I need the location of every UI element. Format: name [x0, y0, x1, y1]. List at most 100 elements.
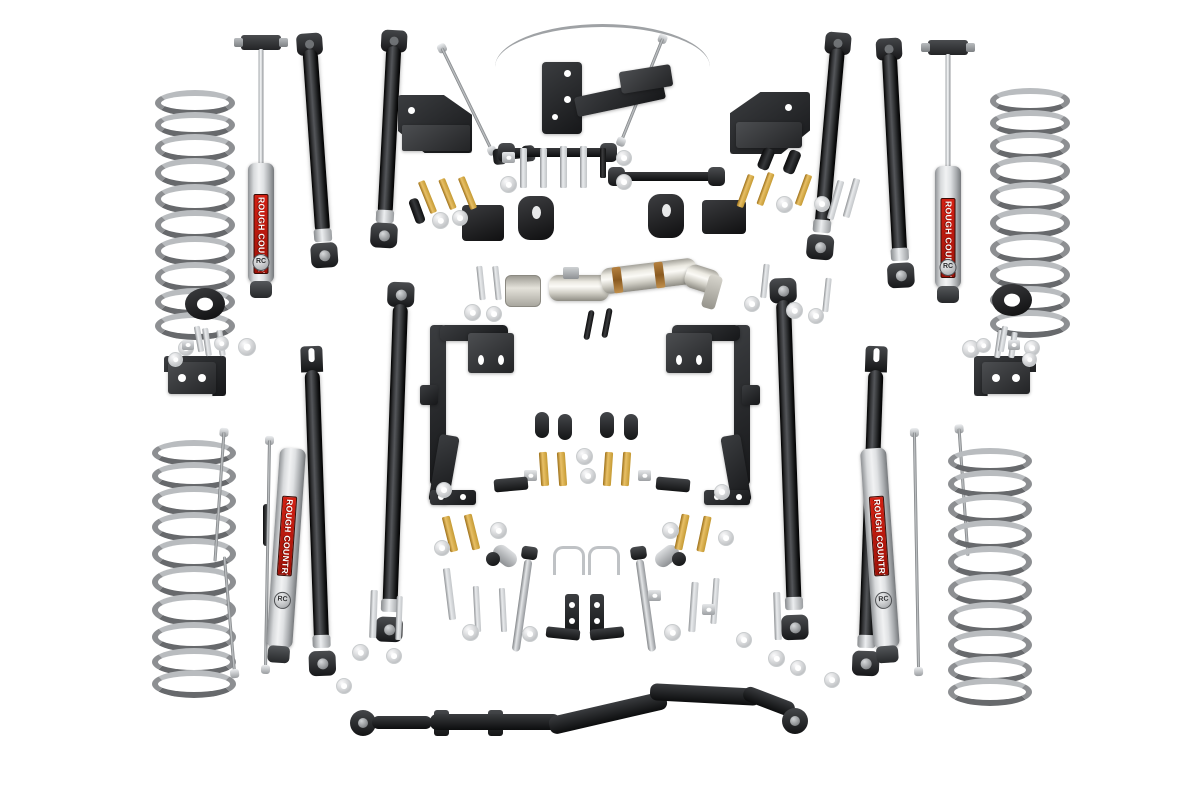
- brake-line-fitting: [615, 135, 627, 148]
- track-bar-adjuster: [372, 716, 432, 729]
- flat-washer: [736, 632, 752, 648]
- hex-bolt-gold: [556, 451, 568, 487]
- exhaust-downpipe-spacer: [505, 255, 735, 315]
- sway-link-rod: [635, 558, 657, 653]
- hex-bolt-zinc: [710, 577, 720, 625]
- front-upper-control-arm-left: [292, 32, 342, 269]
- hex-bolt-gold: [438, 177, 457, 211]
- shock-brand-label: ROUGH COUNTRY: [276, 495, 298, 577]
- flat-washer: [824, 672, 840, 688]
- control-arm-sleeve: [784, 596, 804, 611]
- shock-top-mount: [921, 40, 975, 55]
- flat-washer: [786, 302, 803, 319]
- flat-washer: [744, 296, 760, 312]
- shock-body: ROUGH COUNTRY RC: [935, 166, 961, 288]
- sway-link-bushing: [520, 545, 539, 561]
- shock-label-text: ROUGH COUNTRY: [871, 498, 888, 577]
- hex-bolt-zinc: [560, 146, 567, 188]
- hex-bolt-gold: [538, 451, 550, 487]
- sway-link-ball-left: [486, 552, 500, 566]
- flat-washer: [616, 150, 632, 166]
- hex-bolt-zinc: [842, 177, 861, 219]
- control-arm-bushing: [309, 241, 339, 269]
- front-lower-control-arm-right: [871, 37, 918, 289]
- shock-body: ROUGH COUNTRY RC: [859, 447, 900, 649]
- hex-bolt-zinc: [688, 581, 699, 633]
- flat-washer: [580, 468, 596, 484]
- flat-washer: [464, 304, 481, 321]
- front-sway-bar-link-right-body: [618, 172, 714, 181]
- shock-stem: [258, 49, 264, 169]
- flat-washer: [776, 196, 793, 213]
- bracket-hole: [478, 355, 484, 365]
- flat-washer: [616, 174, 632, 190]
- flat-washer: [490, 522, 507, 539]
- flat-washer: [434, 540, 450, 556]
- flat-washer: [386, 648, 402, 664]
- control-arm-tube: [302, 48, 331, 235]
- bracket-hole: [594, 602, 600, 608]
- flat-washer: [664, 624, 681, 641]
- u-bolt: [553, 546, 585, 575]
- hex-bolt-black: [600, 148, 606, 178]
- track-bar-eye-right: [782, 708, 808, 734]
- hex-bolt-zinc: [492, 265, 502, 301]
- bracket-hole: [498, 355, 504, 365]
- shock-top-mount: [234, 35, 288, 50]
- flat-washer: [238, 338, 256, 356]
- control-arm-bushing: [805, 233, 835, 261]
- shock-mount-bracket-left-face: [168, 362, 216, 394]
- hex-bolt-gold: [696, 515, 712, 553]
- hex-bolt-zinc: [540, 148, 547, 188]
- control-arm-tube: [775, 299, 802, 605]
- front-right-shock-absorber: ROUGH COUNTRY RC: [921, 40, 975, 305]
- bracket-hole: [696, 355, 702, 365]
- brake-line-bracket-right-foot: [589, 626, 625, 641]
- shock-lower-eye: [267, 645, 291, 664]
- track-bar-shaft: [430, 714, 560, 730]
- extended-brake-line-rear-right: [909, 428, 927, 677]
- hex-bolt-zinc: [498, 587, 508, 633]
- bracket-hole: [1012, 374, 1020, 382]
- shock-body: ROUGH COUNTRY RC: [248, 163, 274, 283]
- control-arm-drop-bracket-left: [420, 325, 530, 505]
- flat-washer: [214, 336, 229, 351]
- control-arm-bushing: [308, 650, 337, 677]
- flat-washer: [336, 678, 352, 694]
- control-arm-bushing: [780, 614, 809, 641]
- brake-line-fitting: [914, 666, 924, 677]
- shock-label-text: ROUGH COUNTRY: [279, 498, 296, 577]
- hex-bolt-zinc: [476, 265, 486, 301]
- bracket-hole: [178, 374, 186, 382]
- hex-bolt-gold: [756, 171, 775, 207]
- lock-nut: [524, 470, 537, 481]
- control-arm-tube: [881, 53, 908, 257]
- flat-washer: [790, 660, 806, 676]
- lock-nut: [502, 152, 515, 163]
- rc-medallion-icon: RC: [874, 591, 893, 610]
- flat-washer: [576, 448, 593, 465]
- flat-washer: [486, 306, 502, 322]
- coil-turn: [948, 678, 1032, 706]
- bracket-hole: [408, 107, 415, 114]
- rc-medallion-icon: RC: [939, 258, 957, 276]
- flat-washer: [718, 530, 734, 546]
- bracket-hole: [569, 602, 575, 608]
- rear-lower-control-arm-left: [372, 281, 419, 643]
- shock-mount-bracket-right-face: [982, 362, 1030, 394]
- front-upper-control-arm-right: [802, 31, 856, 261]
- control-arm-tube: [304, 369, 330, 643]
- brake-line-arc-span: [495, 24, 710, 67]
- bump-stop-extension-left-hole: [532, 206, 541, 219]
- flat-washer: [432, 212, 449, 229]
- control-arm-sleeve: [312, 634, 331, 649]
- brake-line-hose: [912, 432, 921, 673]
- flat-washer: [1022, 352, 1037, 367]
- flat-washer: [168, 352, 183, 367]
- exhaust-clamp: [563, 267, 579, 279]
- coil-spring-isolator-right: [992, 284, 1032, 316]
- coil-spring-isolator-left: [185, 288, 225, 320]
- clevis-slot: [308, 347, 315, 363]
- shock-brand-label: ROUGH COUNTRY: [940, 197, 956, 278]
